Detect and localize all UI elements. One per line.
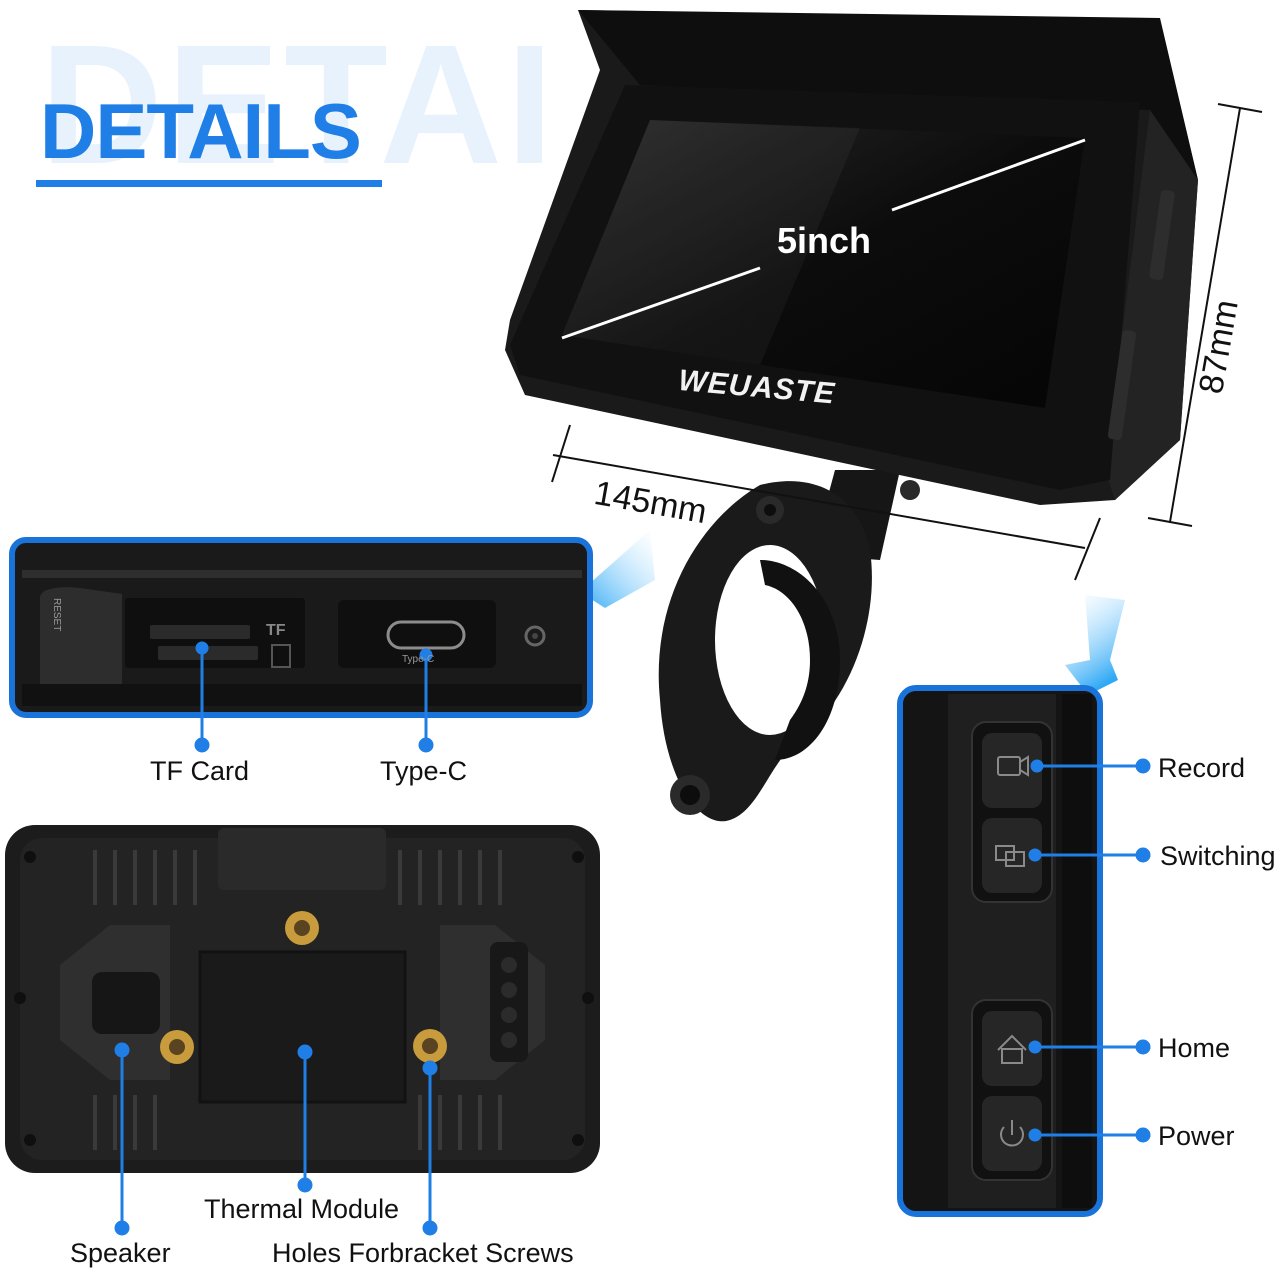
home-icon xyxy=(997,1034,1027,1064)
callout-bracket-screw-holes: Holes Forbracket Screws xyxy=(272,1238,574,1268)
switch-icon xyxy=(995,845,1025,867)
callout-tf-card: TF Card xyxy=(150,756,250,786)
callout-record: Record xyxy=(1158,753,1246,783)
typec-slot-label: Type-C xyxy=(402,654,435,665)
callout-thermal-module: Thermal Module xyxy=(204,1194,400,1224)
page-title: DETAILS xyxy=(40,87,362,175)
handlebar-mount xyxy=(658,470,920,822)
power-icon xyxy=(1000,1120,1024,1147)
ports-panel xyxy=(9,537,593,718)
tf-slot-label: TF xyxy=(266,622,286,639)
callout-switching: Switching xyxy=(1160,841,1276,871)
callout-home: Home xyxy=(1158,1033,1231,1063)
back-panel xyxy=(5,825,600,1173)
reset-label: RESET xyxy=(51,598,62,632)
dimension-lines xyxy=(551,103,1263,581)
callout-leaders xyxy=(114,641,1151,1236)
camera-icon xyxy=(997,755,1029,777)
device-body xyxy=(505,10,1198,505)
callout-speaker: Speaker xyxy=(70,1238,171,1268)
arrow-to-side xyxy=(1065,595,1125,695)
title-underline xyxy=(36,180,382,187)
callout-type-c: Type-C xyxy=(380,756,468,786)
heading-watermark: DETAI xyxy=(40,10,558,200)
gps-module-label: GPS xyxy=(272,846,319,871)
screen-size-label: 5inch xyxy=(777,220,872,261)
callout-power: Power xyxy=(1158,1121,1235,1151)
arrow-to-ports xyxy=(580,530,655,608)
